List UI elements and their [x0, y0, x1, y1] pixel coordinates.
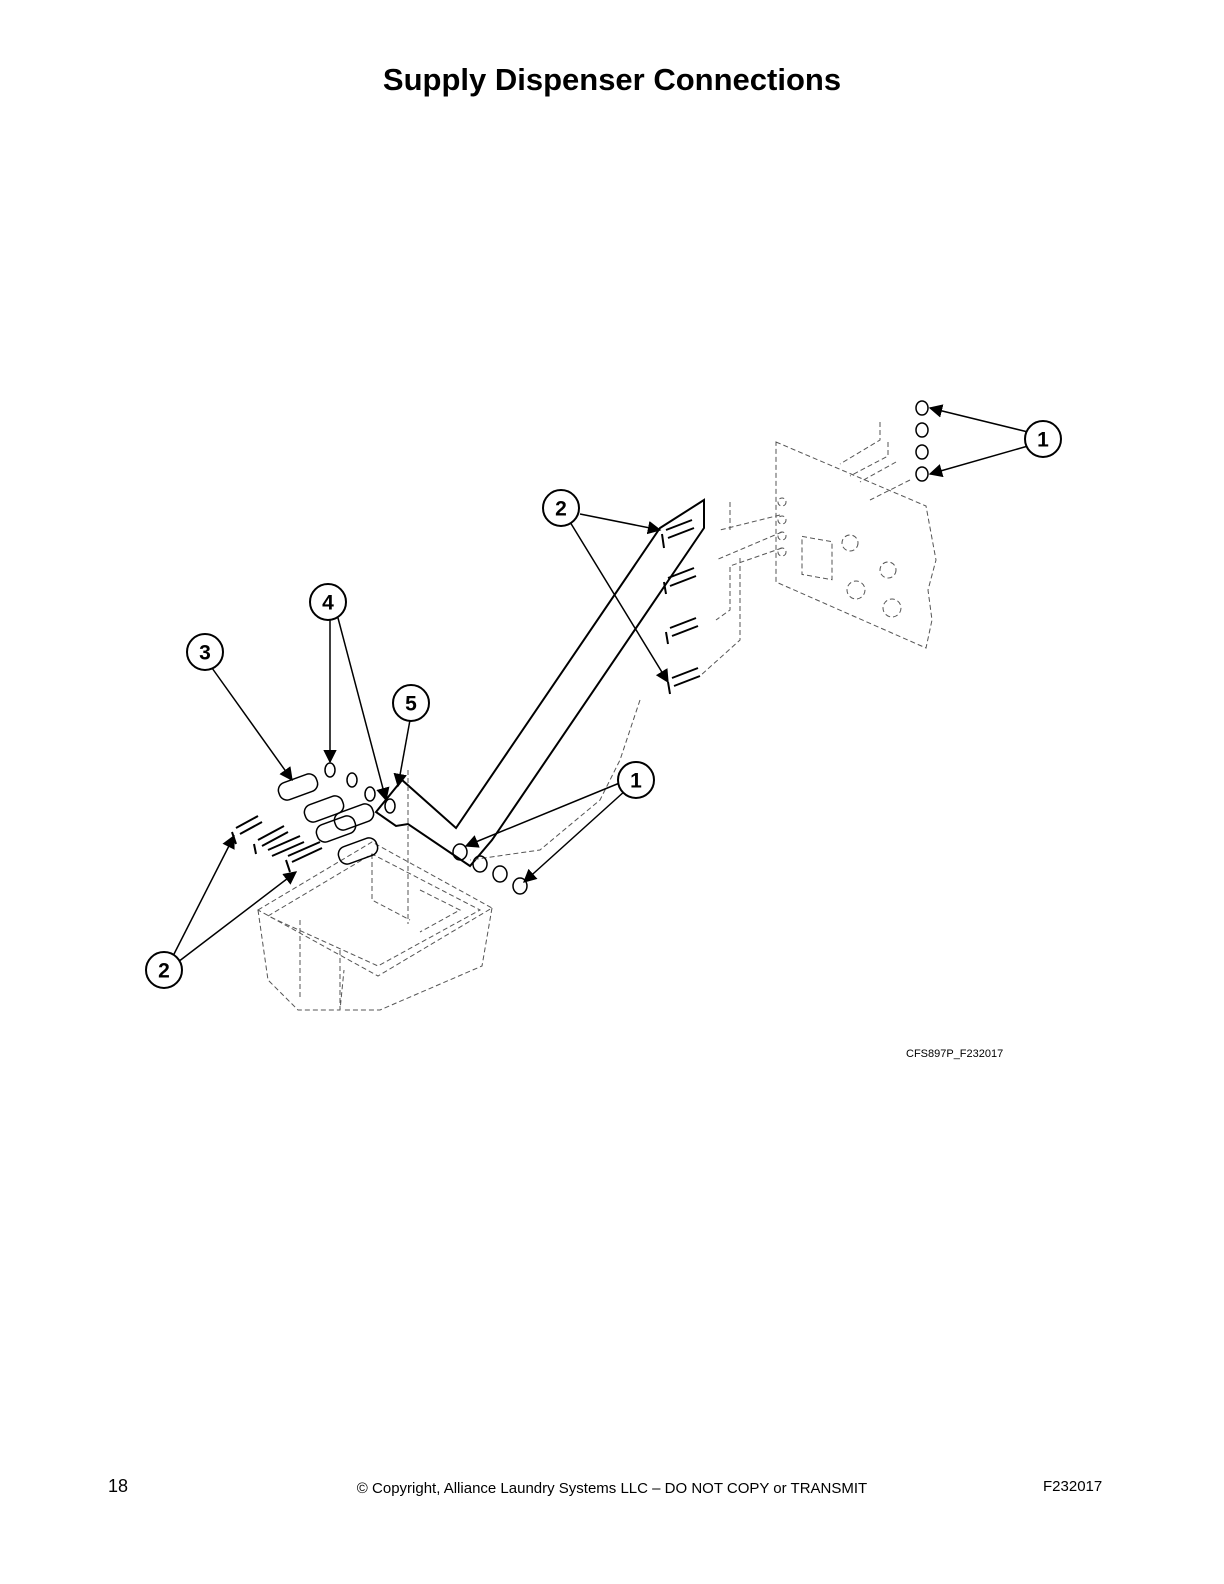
washers: [324, 762, 396, 814]
callout-4: 4: [309, 583, 347, 621]
document-id: F232017: [1043, 1478, 1103, 1495]
callout-3: 3: [186, 633, 224, 671]
upper-lock-nuts: [915, 400, 929, 482]
svg-text:2: 2: [158, 960, 170, 983]
lower-lock-nuts: [452, 843, 528, 895]
callout-1-lower: 1: [617, 761, 655, 799]
lower-elbow-fittings: [231, 815, 323, 873]
svg-text:1: 1: [630, 770, 642, 793]
rear-panel: [775, 422, 937, 649]
upper-elbow-fittings: [661, 519, 701, 695]
drawing-code: CFS897P_F232017: [906, 1048, 1004, 1060]
hose-route-lines: [407, 502, 783, 924]
page-number: 18: [108, 1476, 129, 1496]
supply-dispenser-box: [256, 841, 494, 1011]
page-title: Supply Dispenser Connections: [382, 62, 842, 97]
hose-bracket: [374, 498, 705, 868]
svg-text:5: 5: [405, 693, 417, 716]
callout-2-upper: 2: [542, 489, 580, 527]
svg-text:4: 4: [322, 592, 334, 615]
copyright-notice: © Copyright, Alliance Laundry Systems LL…: [356, 1480, 868, 1497]
callout-1-upper: 1: [1024, 420, 1062, 458]
callout-2-lower: 2: [145, 951, 183, 989]
callout-5: 5: [392, 684, 430, 722]
svg-text:2: 2: [555, 498, 567, 521]
svg-text:1: 1: [1037, 429, 1049, 452]
callout-leaders: [171, 404, 1029, 963]
hose-sections: [277, 773, 379, 865]
svg-text:3: 3: [199, 642, 211, 665]
